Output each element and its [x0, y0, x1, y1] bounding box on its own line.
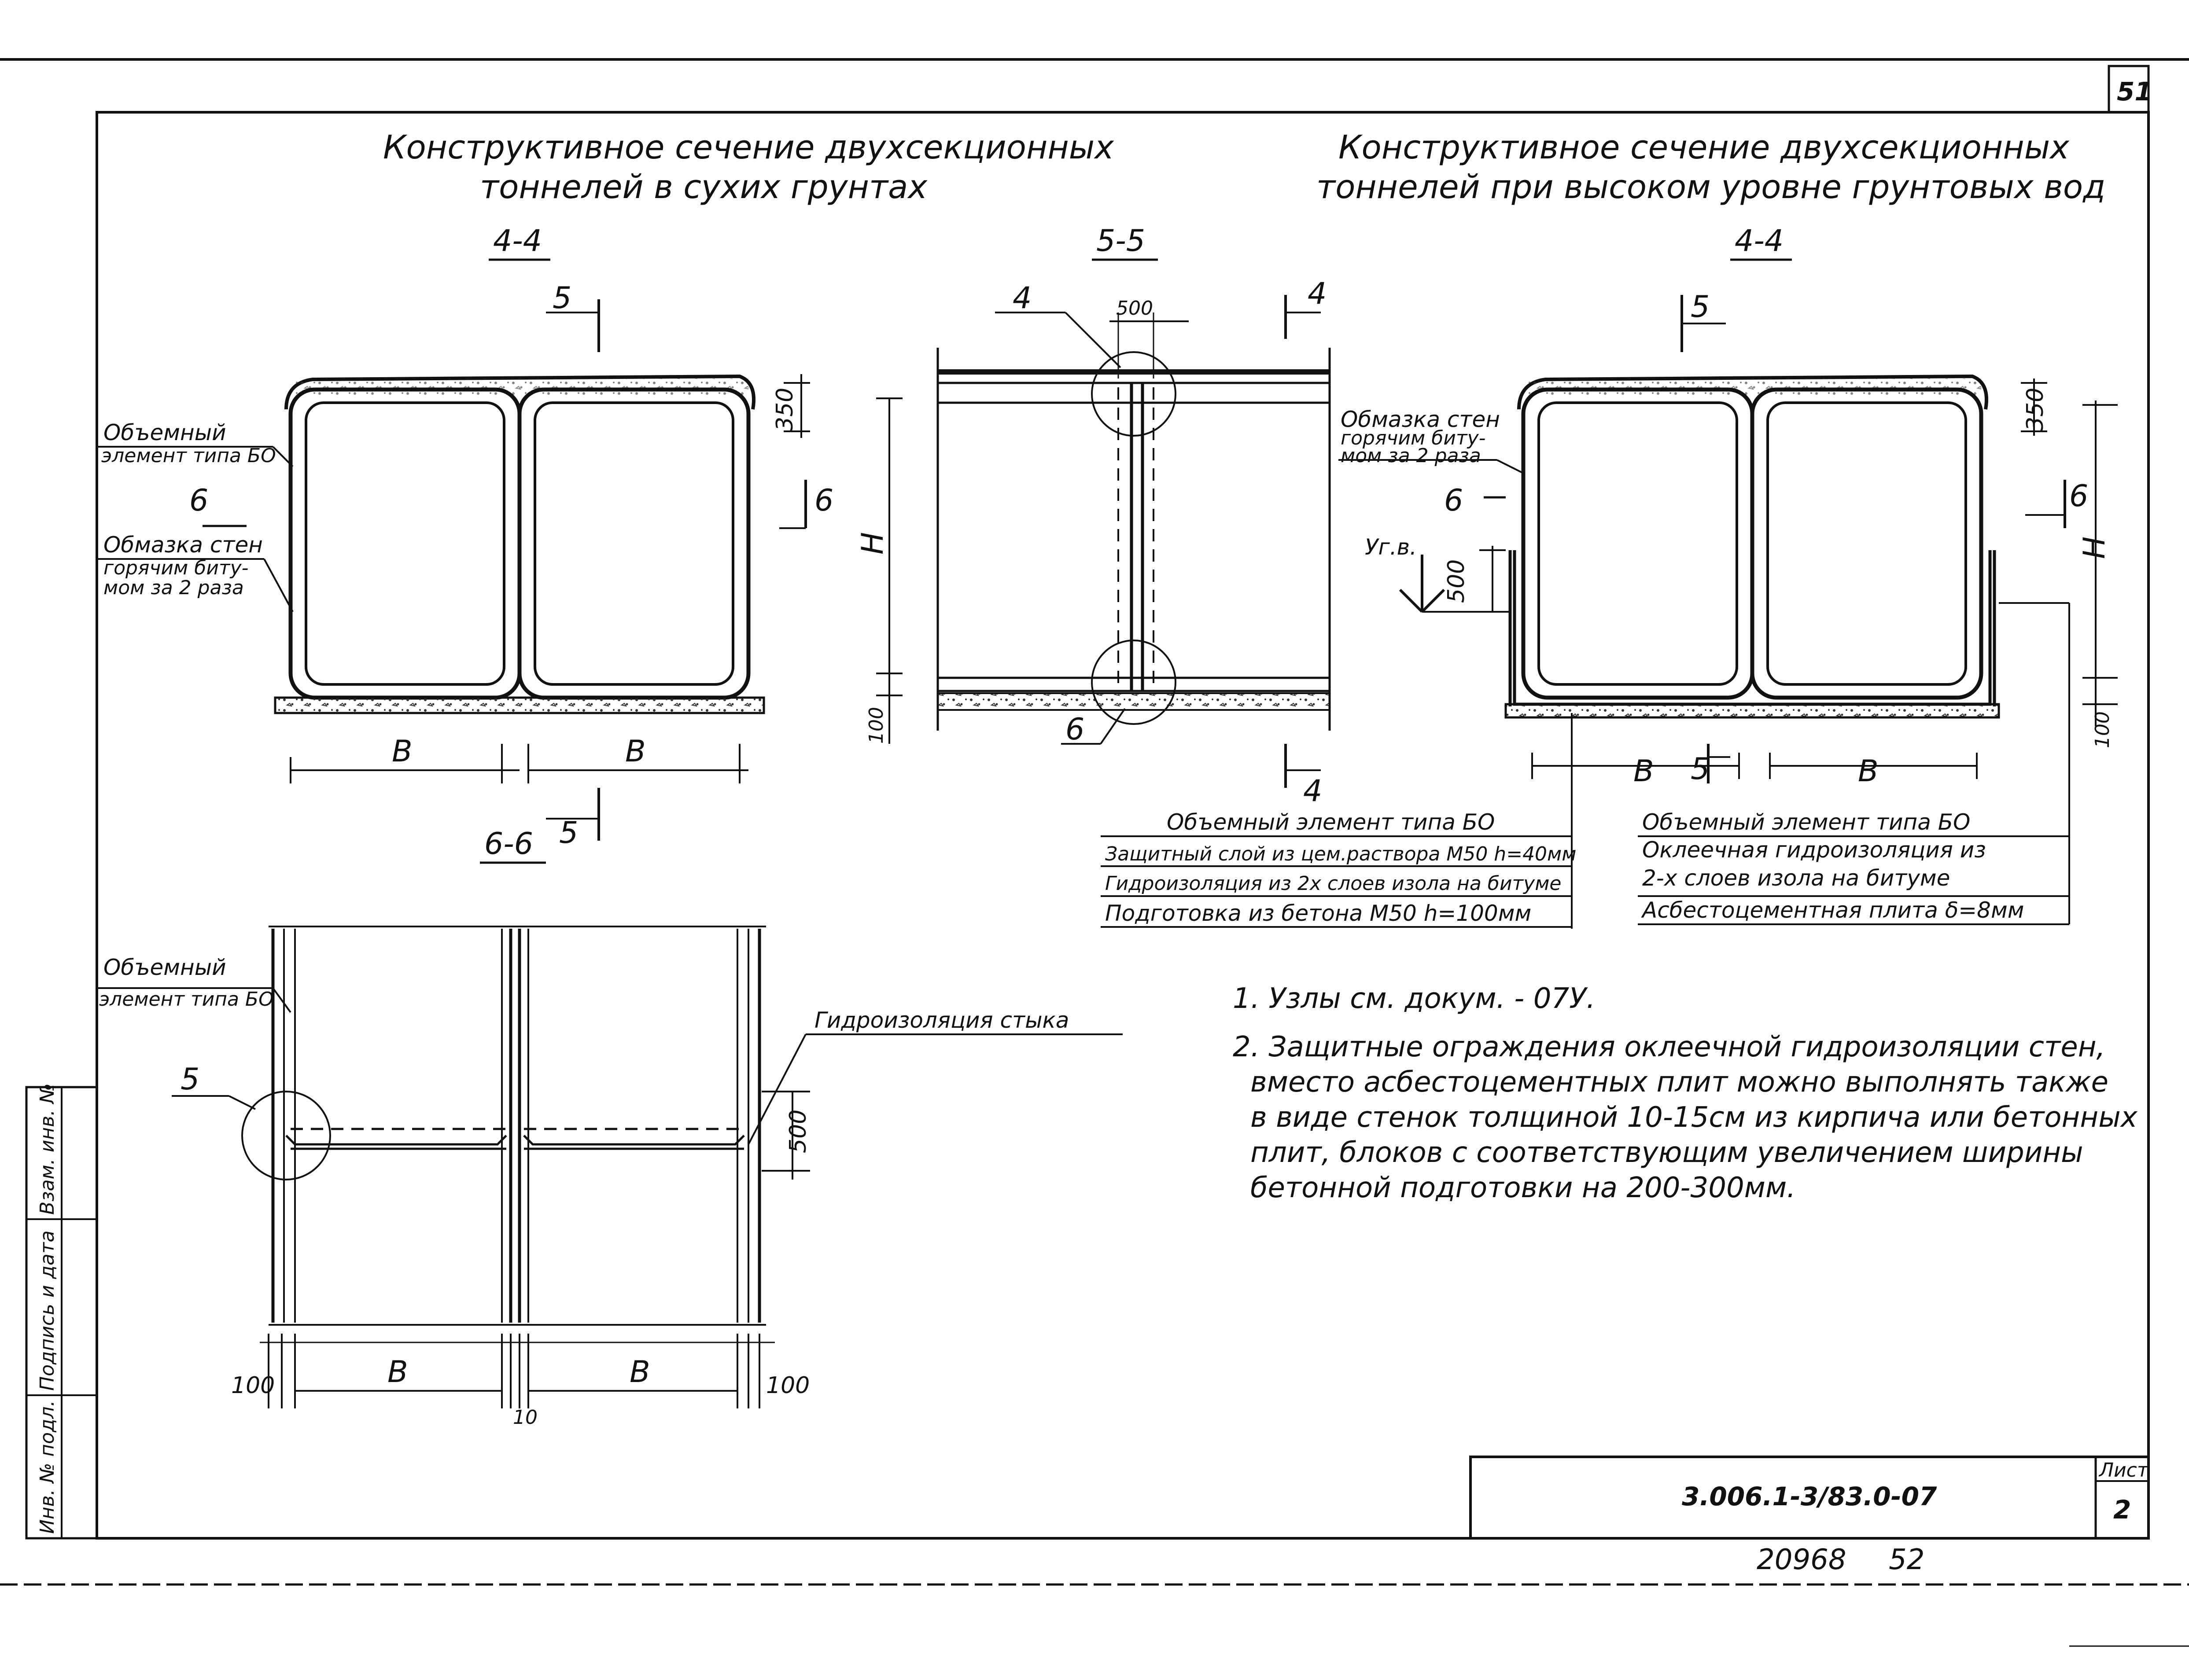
right-dim-H: H [2077, 537, 2112, 559]
legend-right-lines [1638, 835, 2069, 925]
plan-dim-100-left: 100 [231, 1372, 275, 1399]
note-1: 1. Узлы см. докум. - 07У. [1233, 982, 1596, 1015]
right-cut-5-top: 5 [1691, 290, 1710, 324]
plan-callout-5: 5 [181, 1062, 199, 1097]
left-cut-5-top: 5 [553, 281, 571, 316]
label-ground-water-level: Уг.в. [1365, 534, 1417, 560]
label-coating-line3: мом за 2 раза [103, 577, 244, 599]
legend-right-item-1: Объемный элемент типа БО [1642, 809, 1970, 835]
title-block [1469, 1456, 2150, 1540]
legend-left-item-3: Гидроизоляция из 2х слоев изола на битум… [1105, 872, 1561, 895]
plan-label-volume-line1: Объемный [103, 955, 226, 980]
left-cut-6-right: 6 [814, 483, 833, 518]
plan-6-6 [97, 926, 1123, 1408]
legend-right-item-2: Оклеечная гидроизоляция из [1642, 837, 1986, 863]
left-dim-350: 350 [772, 388, 798, 431]
label-coating-right-line1: Обмазка стен [1341, 407, 1500, 432]
legend-left-item-4: Подготовка из бетона М50 h=100мм [1105, 901, 1531, 926]
plan-dim-10: 10 [513, 1406, 538, 1429]
right-cut-6-right: 6 [2069, 479, 2088, 514]
list-label: Лист [2098, 1459, 2149, 1481]
section-middle-5-5 [876, 295, 1331, 788]
legend-left-item-2: Защитный слой из цем.раствора М50 h=40мм [1105, 843, 1576, 865]
title-left-line1: Конструктивное сечение двухсекционных [383, 129, 1114, 166]
mid-callout-4: 4 [1013, 281, 1032, 316]
note-2-line3: в виде стенок толщиной 10-15см из кирпич… [1250, 1101, 2138, 1134]
side-stamp-inv: Инв. № подл. [36, 1400, 59, 1534]
label-coating-right-line3: мом за 2 раза [1341, 445, 1481, 467]
note-2-line5: бетонной подготовки на 200-300мм. [1250, 1172, 1796, 1204]
mid-dim-H: H [855, 532, 890, 555]
right-dim-350: 350 [2022, 388, 2049, 431]
doc-code: 3.006.1-3/83.0-07 [1682, 1481, 1937, 1511]
right-cut-5-bottom: 5 [1691, 752, 1710, 787]
title-left-line2: тоннелей в сухих грунтах [480, 168, 928, 206]
section-label-left-4-4: 4-4 [493, 224, 542, 258]
label-coating-line2: горячим биту- [103, 557, 248, 579]
legend-right-item-3: 2-х слоев изола на битуме [1642, 865, 1950, 891]
mid-dim-500: 500 [1116, 297, 1153, 320]
section-left-4-4 [97, 299, 810, 841]
side-stamp-sign: Подпись и дата [36, 1231, 59, 1391]
archive-number: 20968 [1757, 1544, 1846, 1576]
note-2-line2: вместо асбестоцементных плит можно выпол… [1250, 1066, 2108, 1099]
plan-dim-500: 500 [785, 1110, 811, 1153]
left-dim-b2: B [625, 734, 646, 769]
title-right-line2: тоннелей при высоком уровне грунтовых во… [1316, 168, 2105, 206]
section-label-right-4-4: 4-4 [1735, 224, 1784, 258]
label-coating-right-line2: горячим биту- [1341, 427, 1485, 449]
right-dim-b1: B [1633, 754, 1654, 789]
right-dim-100: 100 [2091, 711, 2114, 748]
legend-left-lines [1101, 835, 1572, 928]
archive-page: 52 [1889, 1544, 1924, 1576]
legend-left-item-1: Объемный элемент типа БО [1167, 809, 1495, 835]
section-label-6-6: 6-6 [484, 827, 533, 861]
left-dim-b1: B [392, 734, 413, 769]
note-2-line1: 2. Защитные ограждения оклеечной гидроиз… [1233, 1031, 2105, 1063]
plan-dim-b2: B [630, 1355, 650, 1390]
legend-right-item-4: Асбестоцементная плита δ=8мм [1641, 897, 2024, 923]
left-cut-6-left: 6 [189, 483, 208, 518]
plan-label-volume-line2: элемент типа БО [99, 988, 274, 1011]
mid-callout-6: 6 [1065, 712, 1084, 747]
sheet-frame [0, 58, 2189, 1647]
plan-dim-100-right: 100 [766, 1372, 810, 1399]
section-right-4-4 [1338, 295, 2118, 929]
side-stamp: Инв. № подл. Подпись и дата Взам. инв. № [25, 1083, 98, 1540]
mid-cut-4-bottom: 4 [1303, 774, 1322, 809]
section-label-5-5: 5-5 [1096, 224, 1145, 258]
left-cut-5-bottom: 5 [559, 816, 578, 850]
label-coating-line1: Обмазка стен [103, 532, 263, 558]
note-2-line4: плит, блоков с соответствующим увеличени… [1250, 1136, 2083, 1169]
right-cut-6-left: 6 [1444, 483, 1463, 518]
mid-dim-100: 100 [865, 707, 888, 744]
label-joint-waterproofing: Гидроизоляция стыка [814, 1007, 1069, 1033]
label-volume-element-line1: Объемный [103, 420, 226, 445]
page-number: 51 [2117, 77, 2152, 107]
right-dim-b2: B [1858, 754, 1879, 789]
label-volume-element-line2: элемент типа БО [101, 445, 276, 467]
right-dim-500: 500 [1443, 559, 1470, 603]
side-stamp-replace: Взам. инв. № [36, 1083, 59, 1215]
plan-dim-b1: B [387, 1355, 408, 1390]
mid-cut-4-top: 4 [1308, 276, 1327, 311]
title-right-line1: Конструктивное сечение двухсекционных [1338, 129, 2070, 166]
list-number: 2 [2113, 1495, 2131, 1525]
